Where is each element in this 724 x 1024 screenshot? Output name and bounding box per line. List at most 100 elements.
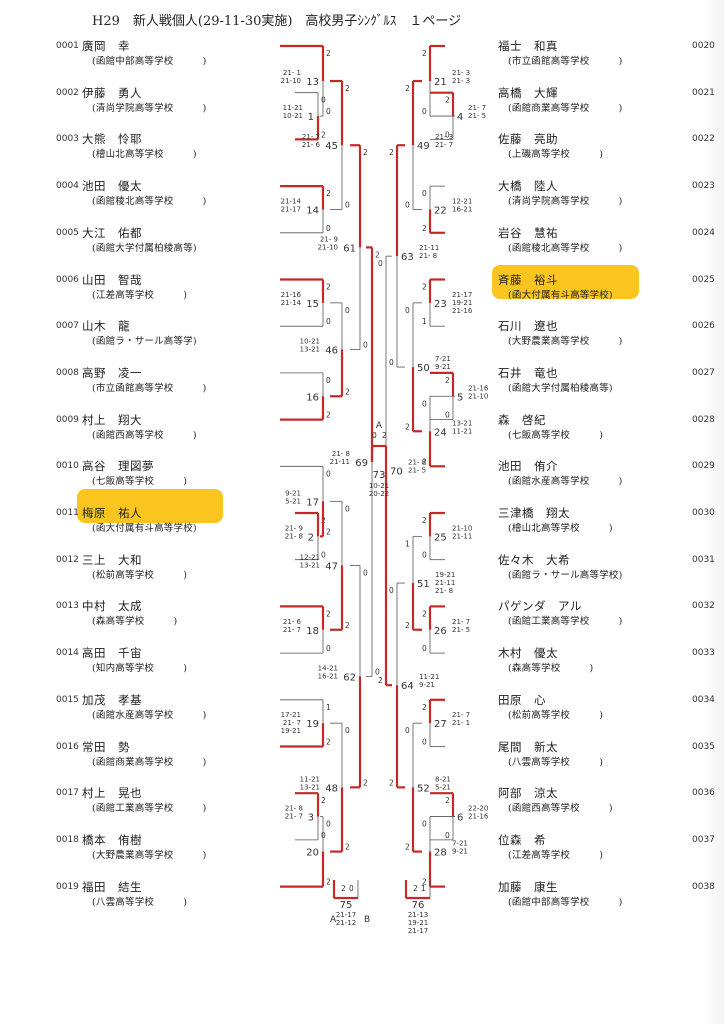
player-school: (函館水産高等学校 ) xyxy=(92,709,207,721)
match-wins: 0 xyxy=(445,411,450,420)
player-name: 田原 心 xyxy=(498,692,546,707)
player-number: 0038 xyxy=(692,881,715,892)
match-score: 21-10 xyxy=(452,524,472,532)
match-number: 17 xyxy=(306,497,319,508)
player-number: 0023 xyxy=(692,181,715,192)
match-score: 19-21 xyxy=(281,727,301,735)
match-wins: 2 xyxy=(413,884,418,893)
match-score: 21- 8 xyxy=(408,459,426,467)
match-score: 10-21 xyxy=(300,338,320,346)
player-name: 橋本 侑樹 xyxy=(82,832,142,847)
player-number: 0006 xyxy=(56,274,79,285)
match-score: 16-21 xyxy=(452,205,472,213)
match-score: 21- 9 xyxy=(320,235,338,243)
player-school: (函館工業高等学校 ) xyxy=(508,616,623,628)
player-name: 池田 侑介 xyxy=(498,459,558,474)
player-name: 福田 結生 xyxy=(82,879,142,894)
final-wins: 2 xyxy=(382,431,387,440)
match-number: 28 xyxy=(434,848,447,859)
player-school: (市立函館高等学校 ) xyxy=(508,56,623,67)
player-school: (函館工業高等学校 ) xyxy=(92,803,207,815)
match-score: 21-10 xyxy=(468,392,488,400)
match-number: 63 xyxy=(401,252,414,263)
player-name: 山木 龍 xyxy=(82,319,130,334)
player-school: (函大付属有斗高等学校) xyxy=(508,289,613,301)
player-number: 0022 xyxy=(692,134,715,145)
match-number: 3 xyxy=(308,813,314,824)
player-number: 0012 xyxy=(56,554,79,565)
match-wins: 0 xyxy=(326,224,331,233)
player-school: (檜山北高等学校 ) xyxy=(508,523,613,534)
match-score: 21- 1 xyxy=(452,719,470,727)
player-school: (函館商業高等学校 ) xyxy=(92,756,207,768)
match-wins: 0 xyxy=(445,130,450,139)
match-score: 8-21 xyxy=(435,775,451,783)
match-score: 10-21 xyxy=(369,482,389,490)
player-school: (函館大学付属柏稜高等) xyxy=(508,382,613,394)
match-score: 21- 8 xyxy=(332,450,350,458)
match-wins: 2 xyxy=(326,738,331,747)
match-score: 21-16 xyxy=(468,384,489,392)
final-wins: 0 xyxy=(372,431,377,440)
player-name: 佐々木 大希 xyxy=(498,552,570,567)
match-wins: 2 xyxy=(345,84,350,93)
match-wins: 2 xyxy=(405,621,410,630)
match-score: 5-21 xyxy=(435,783,451,791)
player-number: 0018 xyxy=(56,834,79,845)
player-school: (函館大学付属柏稜高等) xyxy=(92,242,197,254)
match-wins: 2 xyxy=(445,376,450,385)
player-number: 0032 xyxy=(692,601,715,612)
match-wins: 0 xyxy=(422,820,427,829)
match-wins: 0 xyxy=(363,341,368,350)
player-number: 0011 xyxy=(56,508,79,518)
player-number: 0001 xyxy=(56,41,79,51)
match-score: 21- 8 xyxy=(435,587,453,595)
player-number: 0015 xyxy=(56,694,79,705)
match-score: 21-13 xyxy=(408,911,428,919)
player-school: (大野農業高等学校 ) xyxy=(92,849,207,861)
match-score: 21-12 xyxy=(336,919,356,927)
match-wins: 0 xyxy=(326,317,331,326)
player-school: (八雲高等学校 ) xyxy=(508,756,604,768)
match-number: 49 xyxy=(417,141,430,152)
match-score: 9-21 xyxy=(419,681,435,689)
match-wins: 2 xyxy=(345,843,350,852)
match-wins: 2 xyxy=(375,250,380,259)
match-wins: 2 xyxy=(321,796,326,805)
match-number: 19 xyxy=(306,719,319,730)
match-wins: 1 xyxy=(326,703,331,712)
player-number: 0002 xyxy=(56,87,79,98)
player-number: 0035 xyxy=(692,741,715,752)
match-score: 21-17 xyxy=(452,291,472,299)
match-wins: 2 xyxy=(405,84,410,93)
match-number: 5 xyxy=(457,392,463,403)
match-number: 13 xyxy=(306,77,319,88)
player-school: (函館商業高等学校 ) xyxy=(508,102,623,114)
player-school: (函館中部高等学校 ) xyxy=(92,56,207,67)
player-school: (函館ラ・サール高等学) xyxy=(92,336,197,348)
player-name: 高谷 理図夢 xyxy=(82,459,154,474)
match-score: 21-11 xyxy=(419,244,439,252)
match-score: 21- 3 xyxy=(435,133,453,141)
player-name: 高橋 大輝 xyxy=(498,85,558,100)
player-number: 0003 xyxy=(56,134,79,145)
match-score: 21- 8 xyxy=(285,805,303,813)
match-number: 46 xyxy=(325,346,338,357)
match-score: 19-21 xyxy=(435,571,455,579)
match-wins: 0 xyxy=(389,586,394,595)
player-number: 0021 xyxy=(692,87,715,98)
match-score: 21- 3 xyxy=(452,77,470,85)
match-wins: 2 xyxy=(422,283,427,292)
match-wins: 0 xyxy=(422,189,427,198)
player-number: 0029 xyxy=(692,461,715,472)
player-school: (森高等学校 ) xyxy=(92,616,178,628)
player-number: 0007 xyxy=(56,321,79,332)
match-number: 24 xyxy=(434,427,447,438)
player-school: (清尚学院高等学校 ) xyxy=(92,102,207,114)
player-name: 山田 智哉 xyxy=(82,272,142,287)
match-number: 70 xyxy=(390,467,403,478)
player-name: 森 啓紀 xyxy=(498,412,546,427)
player-number: 0030 xyxy=(692,508,715,518)
match-wins: 2 xyxy=(445,96,450,105)
